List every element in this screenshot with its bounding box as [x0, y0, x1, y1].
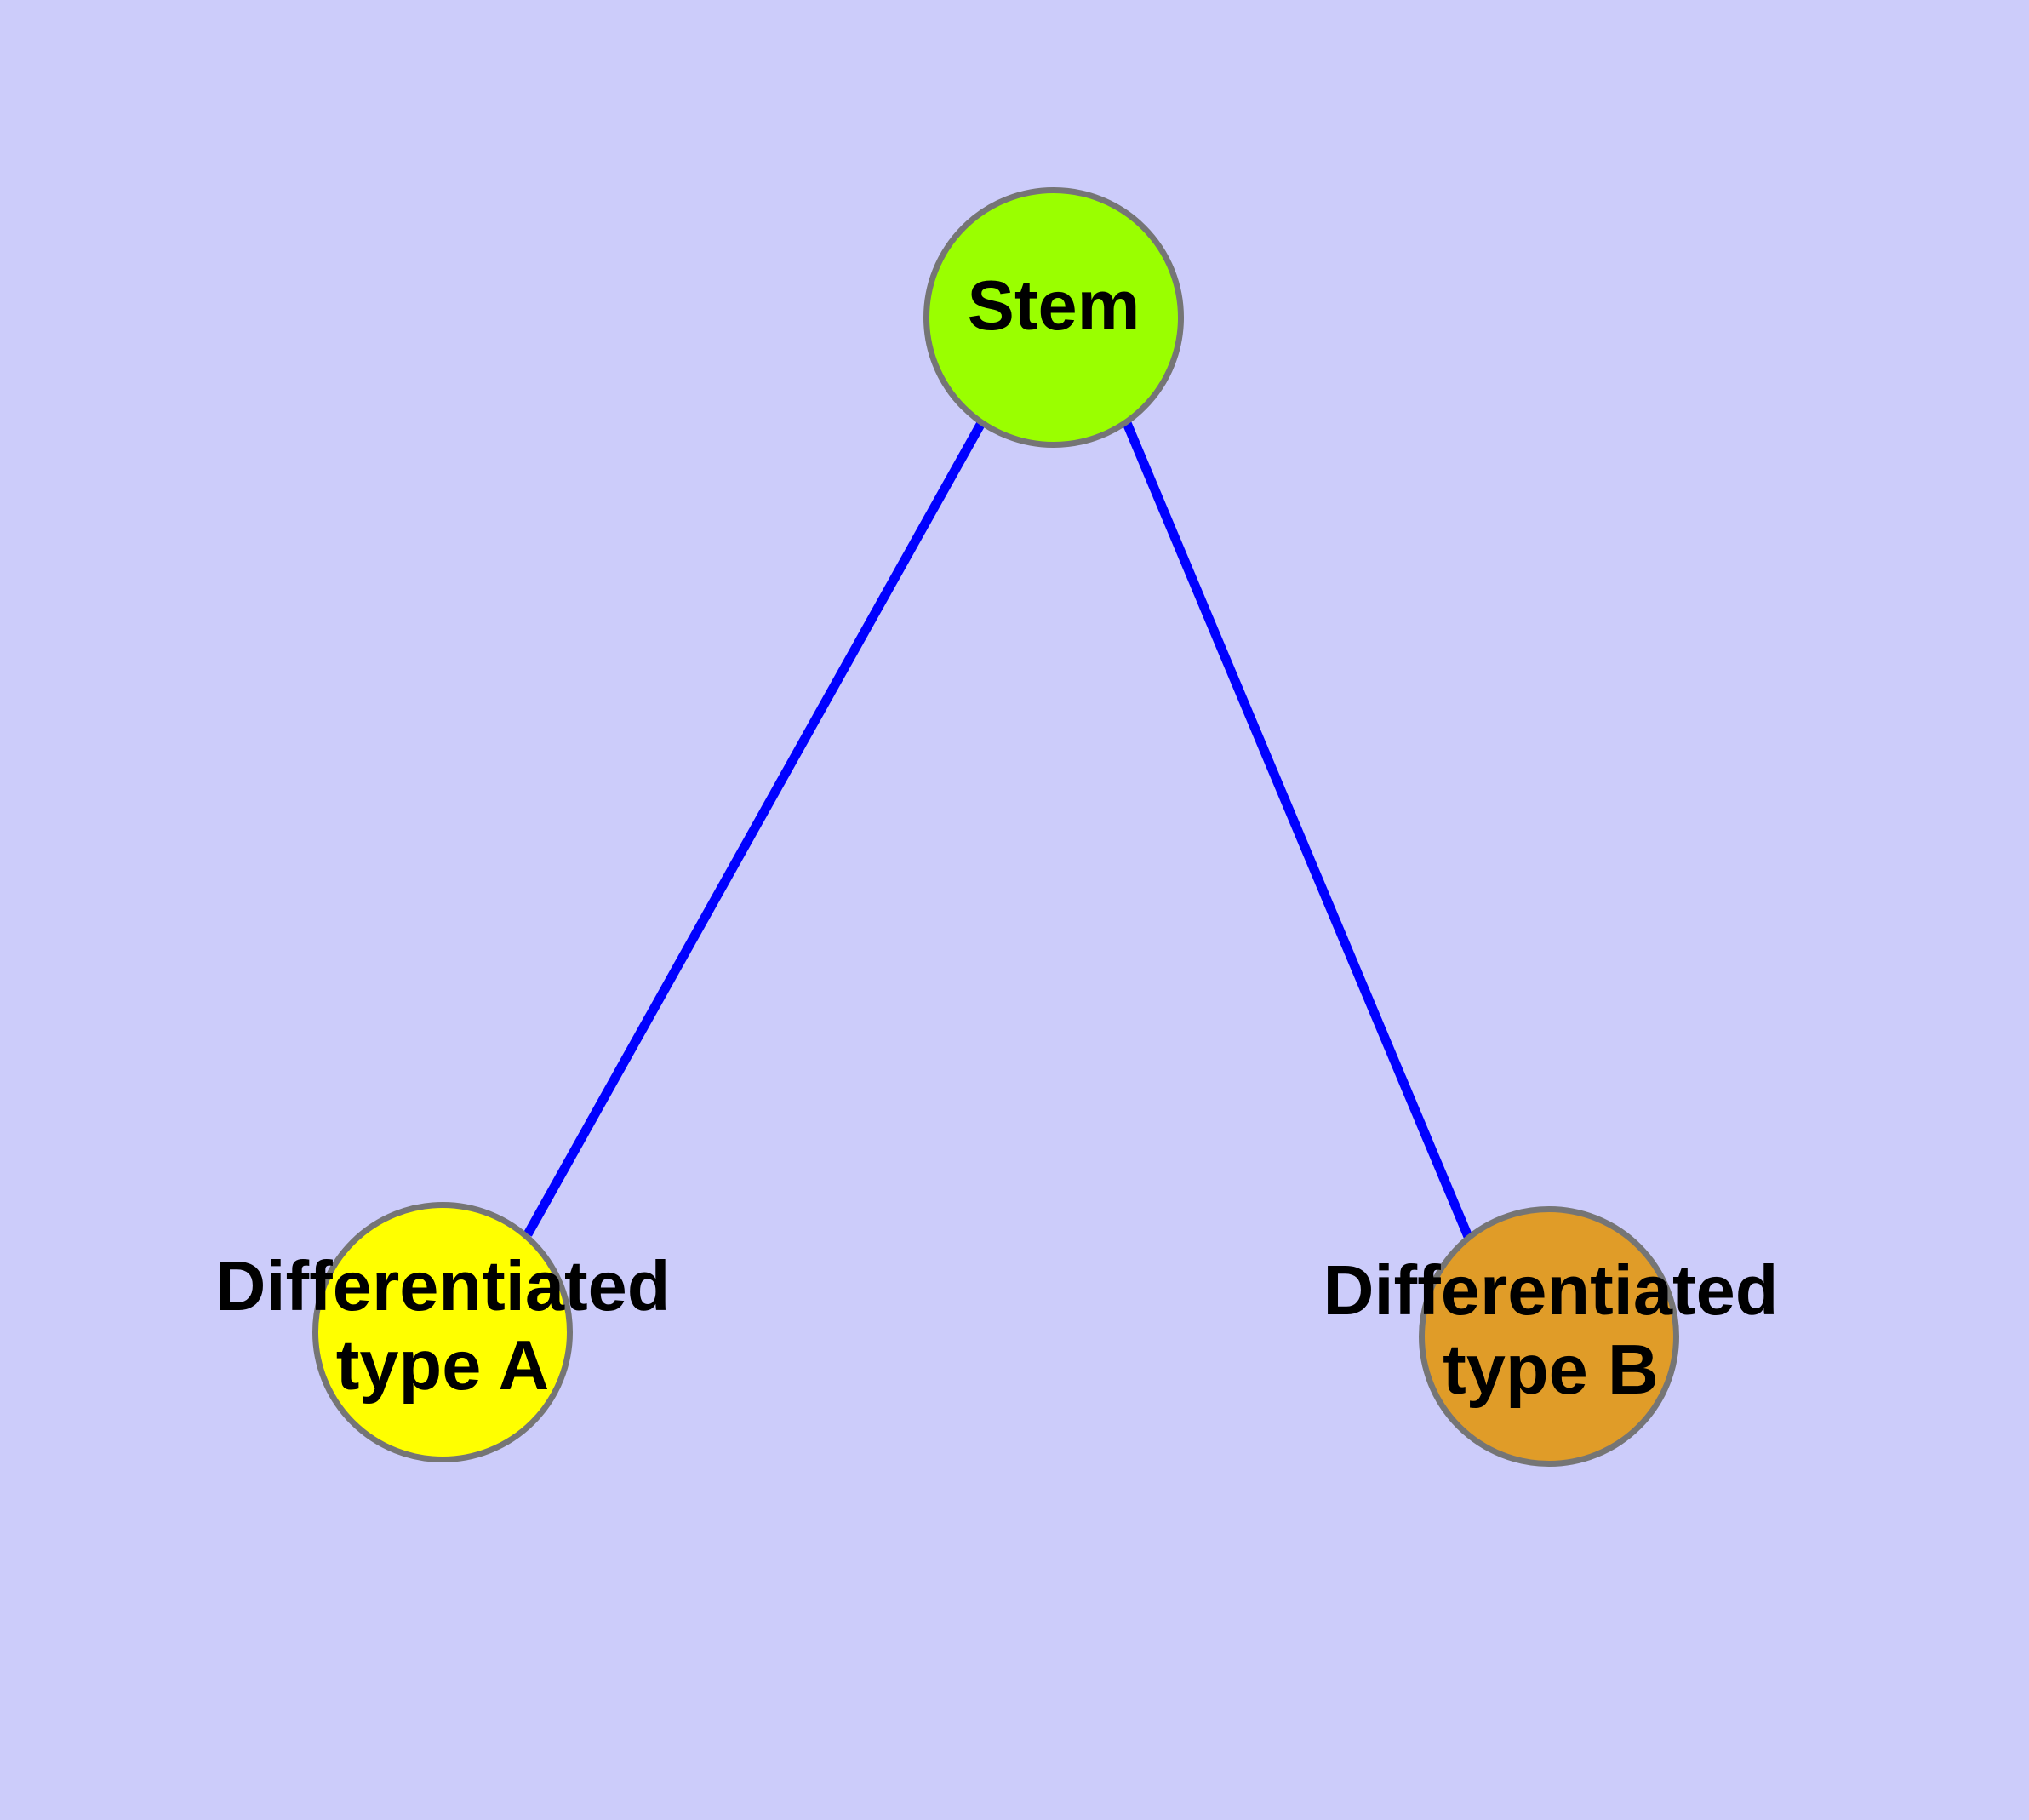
edge-stem-to-type-a [523, 421, 986, 1237]
node-differentiated-type-a[interactable] [312, 1202, 573, 1462]
node-differentiated-type-b[interactable] [1419, 1206, 1679, 1467]
edge-stem-to-type-b [1122, 421, 1474, 1241]
node-stem[interactable] [923, 187, 1184, 448]
